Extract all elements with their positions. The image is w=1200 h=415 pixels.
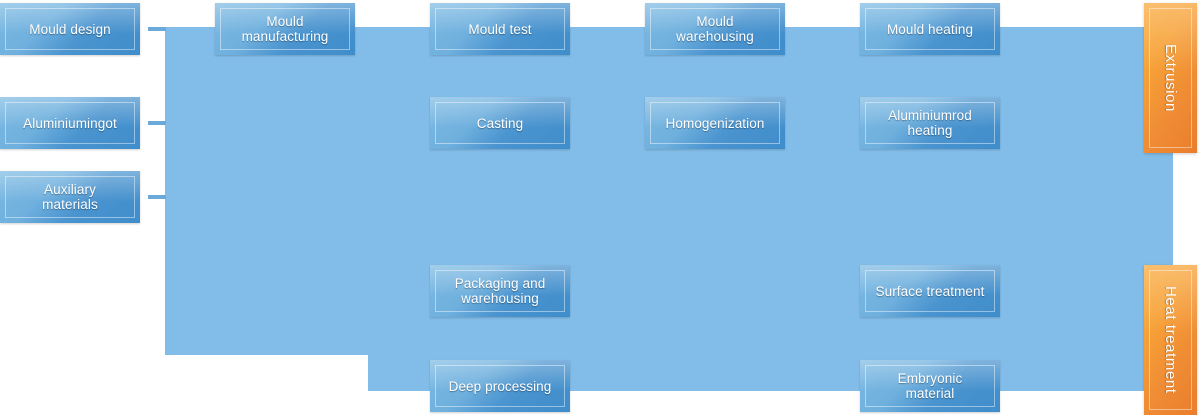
node-mould-manufacturing-label: Mould manufacturing [241, 14, 329, 44]
node-mould-warehousing-label: Mould warehousing [676, 14, 754, 44]
stage-bar-extrusion-label: Extrusion [1162, 44, 1179, 112]
node-aluminium-ingot[interactable]: Aluminiumingot [0, 97, 140, 149]
node-mould-manufacturing[interactable]: Mould manufacturing [215, 3, 355, 55]
node-mould-heating-label: Mould heating [886, 21, 974, 37]
connector-dash-mould-design [148, 27, 166, 31]
node-homogenization-frame: Homogenization [650, 102, 780, 144]
node-mould-warehousing-frame: Mould warehousing [650, 8, 780, 50]
node-surface-treatment-label: Surface treatment [875, 283, 985, 299]
stage-bar-extrusion-frame: Extrusion [1149, 8, 1192, 148]
node-mould-warehousing[interactable]: Mould warehousing [645, 3, 785, 55]
node-aluminium-ingot-frame: Aluminiumingot [5, 102, 135, 144]
node-mould-heating[interactable]: Mould heating [860, 3, 1000, 55]
node-mould-design-label: Mould design [29, 21, 111, 37]
node-mould-design-frame: Mould design [5, 8, 135, 50]
node-casting[interactable]: Casting [430, 97, 570, 149]
node-packaging-and-warehousing[interactable]: Packaging and warehousing [430, 265, 570, 317]
node-mould-test-label: Mould test [468, 21, 532, 37]
flow-background-notch [1155, 232, 1173, 244]
stage-bar-heat-treatment[interactable]: Heat treatment [1144, 265, 1197, 415]
node-aluminiumrod-heating[interactable]: Aluminiumrod heating [860, 97, 1000, 149]
node-deep-processing-label: Deep processing [448, 378, 552, 394]
node-surface-treatment[interactable]: Surface treatment [860, 265, 1000, 317]
node-mould-manufacturing-frame: Mould manufacturing [220, 8, 350, 50]
node-homogenization-label: Homogenization [665, 115, 765, 131]
connector-dash-aluminium-ingot [148, 121, 166, 125]
node-casting-frame: Casting [435, 102, 565, 144]
stage-bar-heat-treatment-frame: Heat treatment [1149, 270, 1192, 410]
node-packaging-and-warehousing-frame: Packaging and warehousing [435, 270, 565, 312]
node-mould-heating-frame: Mould heating [865, 8, 995, 50]
node-embryonic-material[interactable]: Embryonic material [860, 360, 1000, 412]
node-auxiliary-materials-label: Auxiliary materials [42, 182, 98, 212]
node-casting-label: Casting [476, 115, 524, 131]
node-auxiliary-materials[interactable]: Auxiliary materials [0, 171, 140, 223]
node-mould-test-frame: Mould test [435, 8, 565, 50]
connector-dash-auxiliary-materials [148, 195, 166, 199]
node-deep-processing[interactable]: Deep processing [430, 360, 570, 412]
node-deep-processing-frame: Deep processing [435, 365, 565, 407]
node-aluminium-ingot-label: Aluminiumingot [23, 115, 117, 131]
node-embryonic-material-label: Embryonic material [897, 371, 963, 401]
node-mould-design[interactable]: Mould design [0, 3, 140, 55]
node-aluminiumrod-heating-frame: Aluminiumrod heating [865, 102, 995, 144]
node-packaging-and-warehousing-label: Packaging and warehousing [454, 276, 546, 306]
stage-bar-heat-treatment-label: Heat treatment [1162, 286, 1179, 394]
stage-bar-extrusion[interactable]: Extrusion [1144, 3, 1197, 153]
flow-background-band-main [165, 27, 1173, 355]
node-auxiliary-materials-frame: Auxiliary materials [5, 176, 135, 218]
node-surface-treatment-frame: Surface treatment [865, 270, 995, 312]
node-aluminiumrod-heating-label: Aluminiumrod heating [888, 108, 972, 138]
node-mould-test[interactable]: Mould test [430, 3, 570, 55]
node-homogenization[interactable]: Homogenization [645, 97, 785, 149]
node-embryonic-material-frame: Embryonic material [865, 365, 995, 407]
